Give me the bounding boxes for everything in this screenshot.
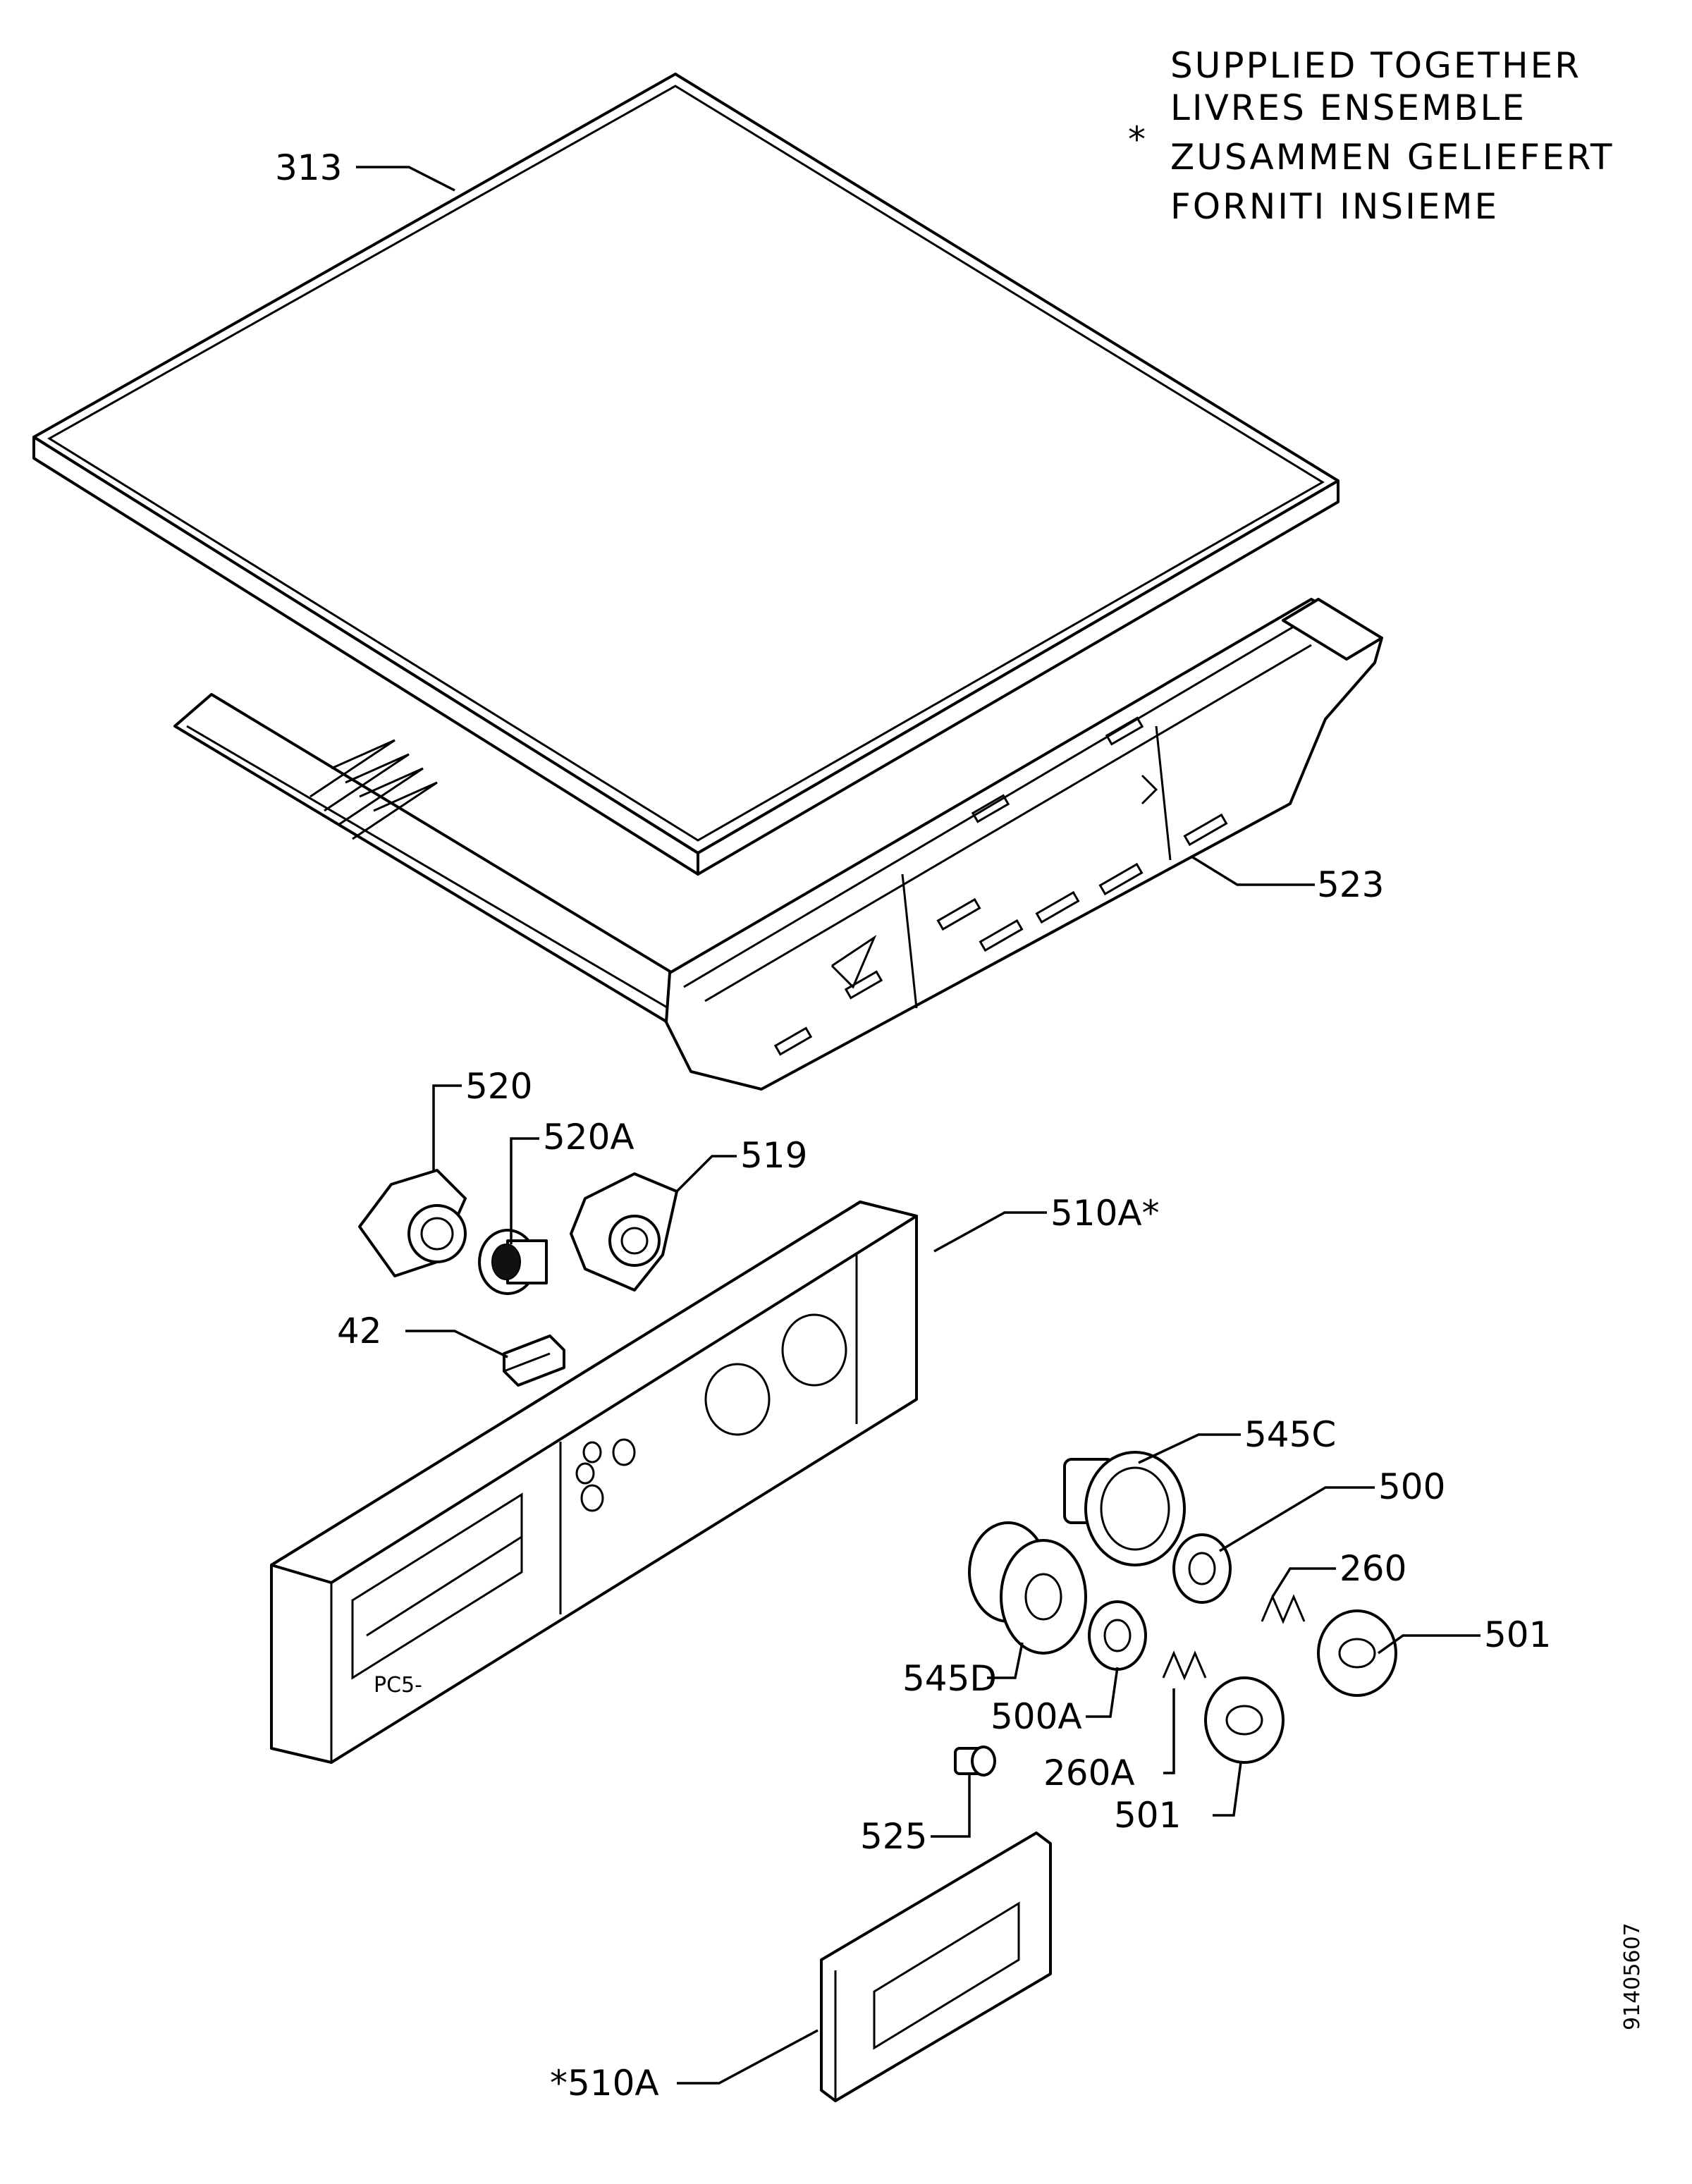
- label-525: 525: [860, 1816, 927, 1857]
- control-panel-510a: PC5-: [270, 1201, 918, 1764]
- note-line-it: FORNITI INSIEME: [1170, 186, 1499, 227]
- supplied-together-note: * SUPPLIED TOGETHER LIVRES ENSEMBLE ZUSA…: [1128, 45, 1614, 227]
- frame-523: [173, 598, 1383, 1091]
- drawing-code: 91405607: [1620, 1922, 1645, 2030]
- note-asterisk: *: [1128, 119, 1148, 160]
- label-260a: 260A: [1043, 1753, 1135, 1793]
- label-520: 520: [465, 1066, 532, 1107]
- leader-lines: [356, 166, 1480, 2085]
- timer-bracket-520: [358, 1169, 467, 1277]
- note-line-de: ZUSAMMEN GELIEFERT: [1170, 137, 1614, 178]
- worktop-lid-313: [32, 73, 1340, 876]
- label-520a: 520A: [543, 1117, 634, 1158]
- label-260: 260: [1340, 1548, 1406, 1589]
- knob-500: [1172, 1533, 1232, 1604]
- fascia-section-510a-bottom: [820, 1832, 1052, 2102]
- spring-260a: [1162, 1650, 1207, 1681]
- knob-housing-545d: [968, 1521, 1087, 1655]
- spring-260: [1261, 1594, 1306, 1624]
- label-42: 42: [337, 1311, 382, 1351]
- bracket-519: [570, 1172, 678, 1292]
- gear-520a: [478, 1229, 548, 1295]
- label-510a-bottom: *510A: [550, 2063, 659, 2104]
- label-501-lower: 501: [1114, 1795, 1181, 1836]
- label-501-right: 501: [1484, 1614, 1551, 1655]
- clip-42: [503, 1335, 565, 1387]
- button-525: [954, 1746, 996, 1777]
- part-labels: 313 523 520 520A 519 510A* 42 545C 500 2…: [275, 147, 1551, 2104]
- label-500a: 500A: [991, 1696, 1082, 1737]
- panel-marking: PC5-: [374, 1673, 422, 1698]
- knob-500a: [1088, 1600, 1147, 1671]
- label-313: 313: [275, 147, 342, 188]
- note-line-fr: LIVRES ENSEMBLE: [1170, 87, 1526, 128]
- label-500: 500: [1378, 1466, 1445, 1507]
- label-523: 523: [1317, 864, 1384, 905]
- knob-housing-545c: [1063, 1451, 1186, 1566]
- note-line-en: SUPPLIED TOGETHER: [1170, 45, 1581, 86]
- label-545c: 545C: [1244, 1414, 1336, 1455]
- label-519: 519: [740, 1135, 807, 1176]
- knob-cap-501-lower: [1204, 1676, 1285, 1764]
- knob-cap-501-right: [1317, 1609, 1397, 1697]
- label-510a-top: 510A*: [1050, 1193, 1160, 1234]
- label-545d: 545D: [902, 1658, 997, 1699]
